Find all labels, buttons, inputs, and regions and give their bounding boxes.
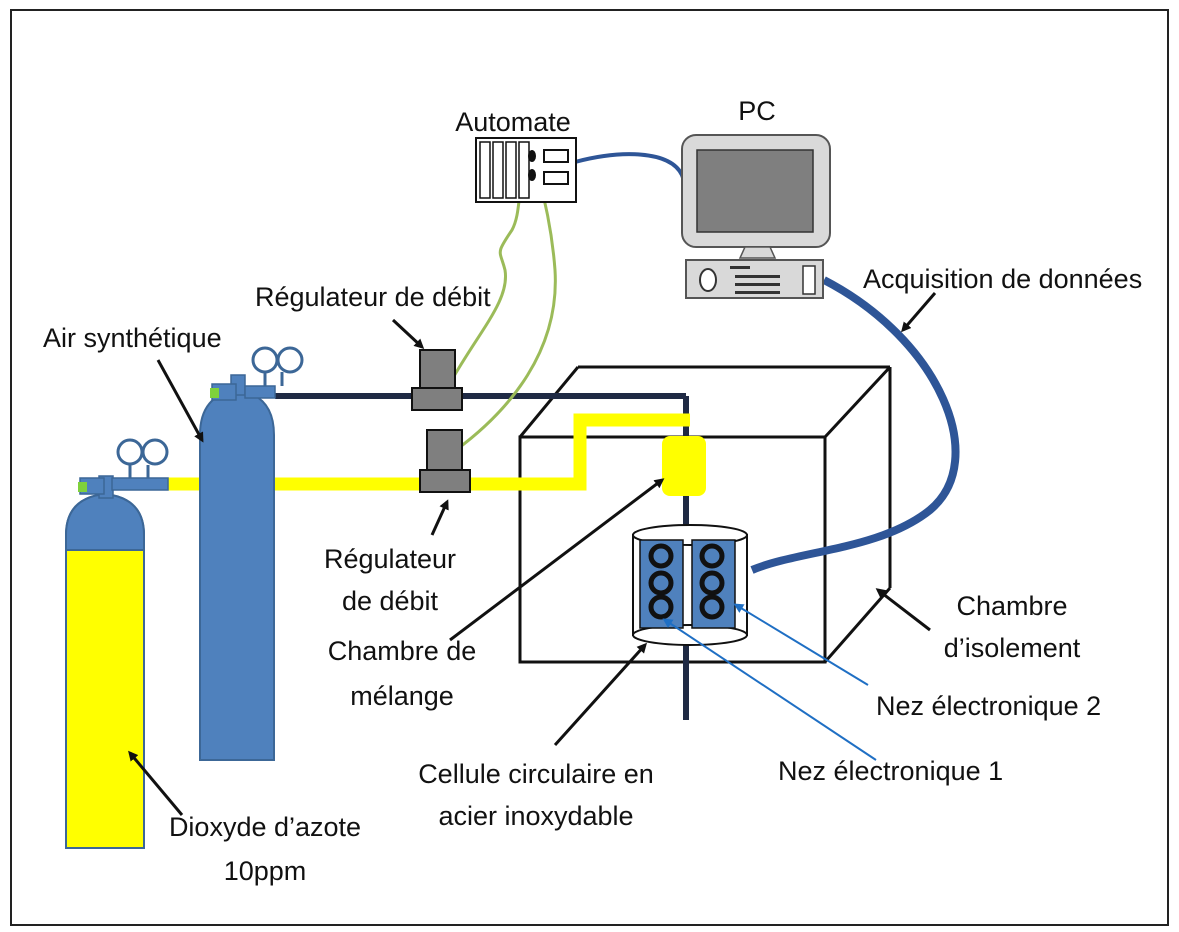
control-wires [448, 174, 557, 452]
no2-cylinder [65, 438, 169, 849]
flow-regulator-no2 [419, 429, 471, 493]
label-nez-1: Nez électronique 1 [778, 756, 1003, 786]
arrow-chambre-isolement [875, 588, 931, 632]
label-chambre-melange-1: Chambre de [328, 636, 477, 666]
label-pc: PC [738, 96, 776, 126]
arrow-nez-1 [662, 618, 877, 761]
label-chambre-isolement-2: d’isolement [944, 633, 1081, 663]
label-regulateur-bottom-1: Régulateur [324, 544, 456, 574]
mixing-chamber [662, 436, 706, 496]
flow-regulator-air [411, 349, 463, 411]
label-air-synthetique: Air synthétique [43, 323, 222, 353]
arrow-dioxyde [128, 750, 184, 816]
arrow-chambre-melange [449, 478, 665, 642]
air-cylinder [199, 346, 304, 761]
acquisition-cable [750, 276, 960, 574]
annotation-arrows [128, 292, 937, 816]
label-regulateur-bottom-2: de débit [342, 586, 439, 616]
label-cellule-1: Cellule circulaire en [418, 759, 654, 789]
label-chambre-melange-2: mélange [350, 681, 454, 711]
label-dioxyde-2: 10ppm [224, 856, 307, 886]
arrow-regulator-bottom [430, 499, 449, 536]
electronic-nose-2 [691, 539, 736, 629]
label-automate: Automate [455, 107, 571, 137]
pc-computer [681, 134, 831, 299]
arrow-acquisition [901, 292, 937, 333]
arrow-regulator-top [391, 318, 425, 350]
arrow-nez-2 [733, 603, 869, 686]
label-chambre-isolement-1: Chambre [956, 591, 1067, 621]
label-nez-2: Nez électronique 2 [876, 691, 1101, 721]
electronic-nose-1 [639, 539, 684, 629]
arrow-cellule [553, 642, 648, 747]
label-regulateur-top: Régulateur de débit [255, 282, 491, 312]
label-dioxyde-1: Dioxyde d’azote [169, 812, 361, 842]
nose-arrows [662, 603, 877, 761]
arrow-air-synthetique [156, 359, 204, 443]
label-acquisition: Acquisition de données [863, 264, 1142, 294]
label-cellule-2: acier inoxydable [438, 801, 633, 831]
automate-plc [475, 137, 577, 203]
no2-pipe [165, 413, 690, 491]
